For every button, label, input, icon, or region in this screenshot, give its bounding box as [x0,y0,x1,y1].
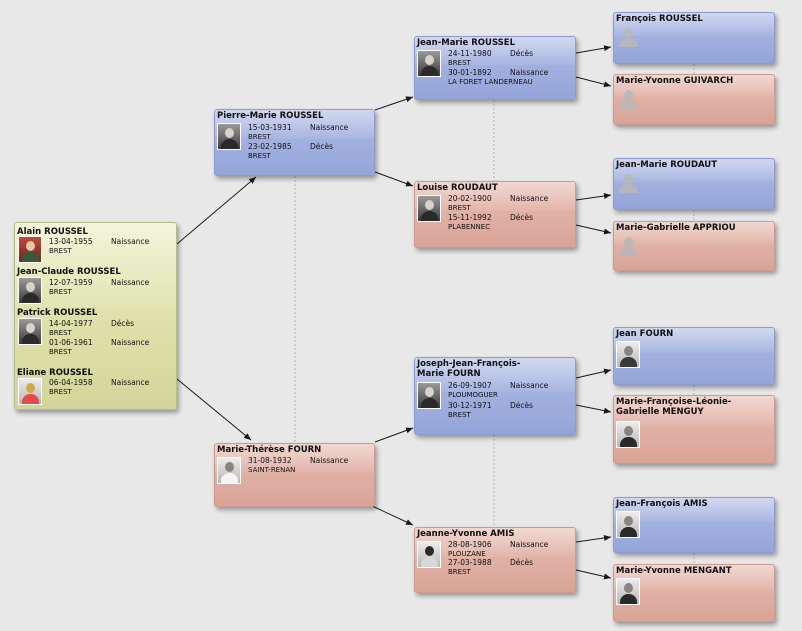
arrow-father-to-paternal-grandfather [374,96,414,111]
arrow-g2b-to-g3b [575,224,612,235]
arrow-g2d-to-g3b [575,569,612,580]
person-name[interactable]: Louise ROUDAUT [417,183,498,193]
paternal-grandfather-box[interactable]: Jean-Marie ROUSSEL 24-11-1980 Décès BRES… [414,36,576,100]
person-name[interactable]: Jean-François AMIS [616,499,708,509]
great-grandparent-box-8[interactable]: Marie-Yvonne MENGANT [613,564,775,622]
person-silhouette-icon [617,173,639,193]
person-photo-icon [217,457,241,484]
arrow-g2b-to-g3a [575,193,612,201]
person-name[interactable]: Marie-Gabrielle APPRIOU [616,223,736,233]
great-grandparent-box-7[interactable]: Jean-François AMIS [613,497,775,553]
person-name[interactable]: Jeanne-Yvonne AMIS [417,529,515,539]
person-photo-icon [18,277,42,304]
father-box[interactable]: Pierre-Marie ROUSSEL 15-03-1931 Naissanc… [214,109,375,176]
person-silhouette-icon [617,89,639,109]
person-name[interactable]: François ROUSSEL [616,14,703,24]
mother-box[interactable]: Marie-Thérèse FOURN 31-08-1932 Naissance… [214,443,375,507]
person-name[interactable]: Joseph-Jean-François-Marie FOURN [417,359,521,379]
great-grandparent-box-1[interactable]: François ROUSSEL [613,12,775,64]
person-photo-icon [616,578,640,605]
children-box[interactable]: Alain ROUSSEL 13-04-1955 Naissance BREST… [14,222,177,410]
person-photo-icon [417,382,441,409]
person-photo-icon [217,123,241,150]
great-grandparent-box-4[interactable]: Marie-Gabrielle APPRIOU [613,221,775,271]
arrow-mother-to-maternal-grandmother [369,504,414,526]
maternal-grandfather-box[interactable]: Joseph-Jean-François-Marie FOURN 26-09-1… [414,357,576,435]
arrow-mother-to-maternal-grandfather [374,427,414,443]
person-name[interactable]: Jean FOURN [616,329,674,339]
arrow-children-to-mother [176,378,252,441]
person-silhouette-icon [617,27,639,47]
person-name[interactable]: Marie-Yvonne GUIVARCH [616,76,734,86]
arrow-g2c-to-g3b [575,404,612,414]
person-photo-icon [18,318,42,345]
arrow-g2d-to-g3a [575,535,612,543]
person-name[interactable]: Alain ROUSSEL [17,227,88,237]
person-photo-icon [616,421,640,448]
person-name[interactable]: Jean-Marie ROUDAUT [616,160,718,170]
person-name[interactable]: Eliane ROUSSEL [17,368,93,378]
person-name[interactable]: Jean-Marie ROUSSEL [417,38,516,48]
person-photo-icon [417,50,441,77]
person-silhouette-icon [617,236,639,256]
person-photo-icon [616,511,640,538]
person-name[interactable]: Patrick ROUSSEL [17,308,98,318]
paternal-grandmother-box[interactable]: Louise ROUDAUT 20-02-1900 Naissance BRES… [414,181,576,248]
person-photo-icon [417,541,441,568]
great-grandparent-box-3[interactable]: Jean-Marie ROUDAUT [613,158,775,210]
arrow-father-to-paternal-grandmother [374,171,414,187]
arrow-g2a-to-g3a [575,45,612,54]
great-grandparent-box-2[interactable]: Marie-Yvonne GUIVARCH [613,74,775,125]
great-grandparent-box-6[interactable]: Marie-Françoise-Léonie-Gabrielle MENGUY [613,395,775,464]
person-name[interactable]: Jean-Claude ROUSSEL [17,267,121,277]
person-photo-icon [18,236,42,263]
maternal-grandmother-box[interactable]: Jeanne-Yvonne AMIS 28-08-1906 Naissance … [414,527,576,593]
person-name[interactable]: Marie-Françoise-Léonie-Gabrielle MENGUY [616,397,732,417]
person-photo-icon [417,195,441,222]
person-name[interactable]: Marie-Thérèse FOURN [217,445,322,455]
arrow-g2c-to-g3a [575,368,612,379]
arrow-children-to-father [176,176,257,245]
person-name[interactable]: Marie-Yvonne MENGANT [616,566,732,576]
person-photo-icon [616,341,640,368]
arrow-g2a-to-g3b [575,76,612,88]
person-name[interactable]: Pierre-Marie ROUSSEL [217,111,324,121]
person-photo-icon [18,378,42,405]
great-grandparent-box-5[interactable]: Jean FOURN [613,327,775,385]
